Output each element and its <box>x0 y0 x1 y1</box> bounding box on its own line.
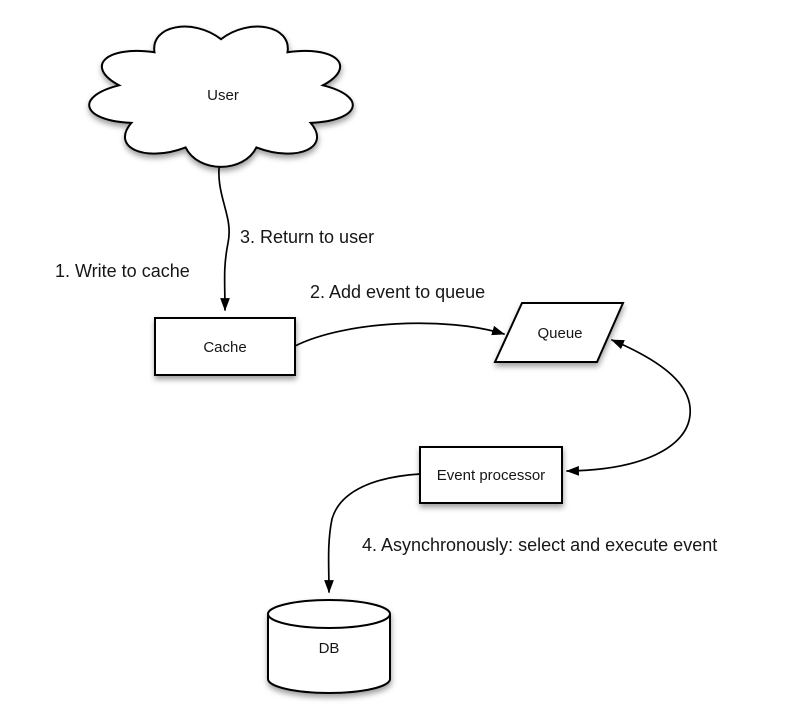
user-cloud-shape <box>88 25 354 168</box>
event-processor-box <box>419 446 563 504</box>
queue-label: Queue <box>537 325 582 342</box>
event-processor-label: Event processor <box>437 467 545 484</box>
label-step-1: 1. Write to cache <box>55 261 190 281</box>
cache-label: Cache <box>203 339 246 356</box>
db-cylinder <box>267 599 391 694</box>
edges <box>218 157 691 594</box>
step-annotations: 1. Write to cache 3. Return to user 2. A… <box>55 227 717 555</box>
cache-box <box>154 317 296 376</box>
label-step-4: 4. Asynchronously: select and execute ev… <box>362 535 717 555</box>
user-label: User <box>207 87 239 104</box>
edge-user-to-cache <box>218 157 230 312</box>
nodes <box>88 25 625 694</box>
edge-eventprocessor-to-db <box>324 473 421 594</box>
label-step-2: 2. Add event to queue <box>310 282 485 302</box>
db-cylinder-top <box>267 599 391 629</box>
db-cylinder-body <box>267 614 391 694</box>
edge-cache-to-queue <box>294 322 506 347</box>
db-label: DB <box>319 640 340 657</box>
edge-queue-eventprocessor-bidirectional <box>565 339 691 476</box>
node-labels: User Cache Queue Event processor DB <box>203 87 582 657</box>
queue-parallelogram <box>493 302 625 363</box>
label-step-3: 3. Return to user <box>240 227 374 247</box>
